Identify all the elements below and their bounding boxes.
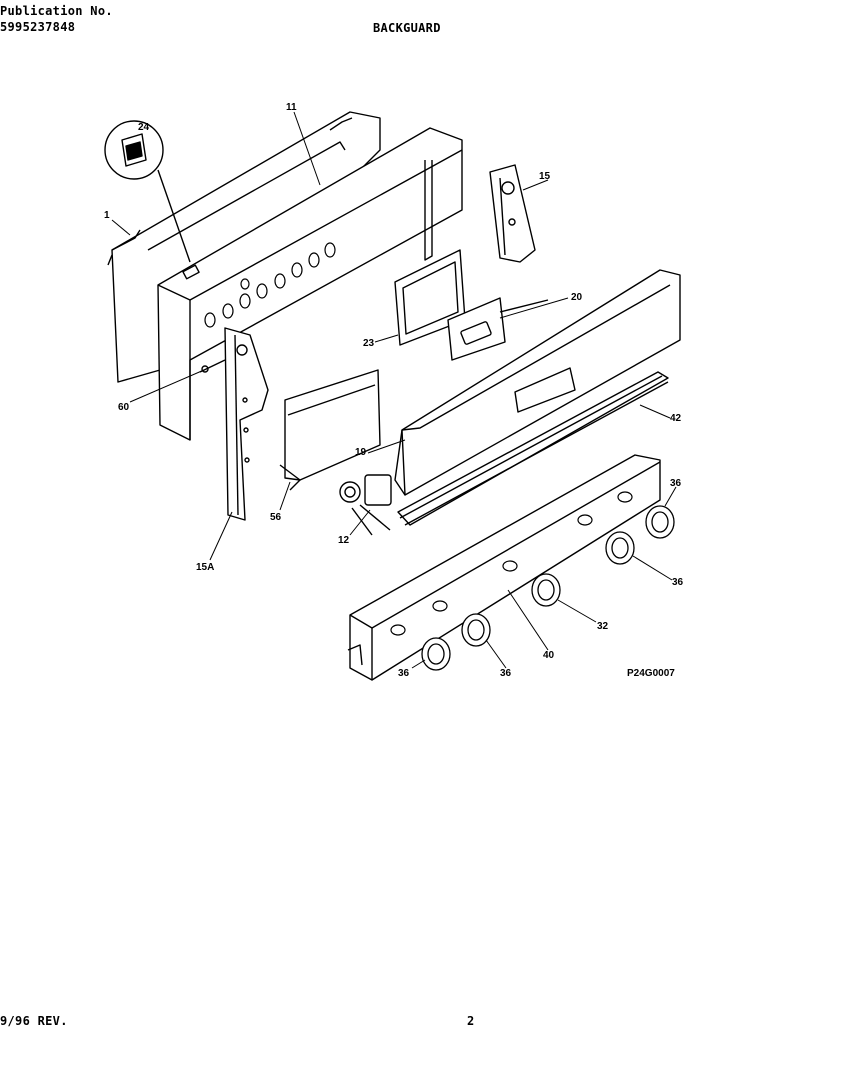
callout-15: 15	[539, 171, 551, 182]
screw-part	[199, 359, 226, 373]
control-bezel-part	[347, 454, 661, 681]
thermostat-part	[339, 474, 392, 536]
trim-strip-part	[397, 371, 669, 526]
callout-32: 32	[597, 621, 609, 632]
knob-32	[531, 573, 561, 607]
publication-number: 5995237848	[0, 20, 76, 34]
callout-15a: 15A	[196, 562, 215, 573]
heat-shield-part	[279, 369, 381, 491]
callout-36-right: 36	[672, 577, 684, 588]
callout-42: 42	[670, 413, 682, 424]
knob-36-a	[421, 637, 451, 671]
callout-40: 40	[543, 650, 555, 661]
control-panel-part	[394, 269, 681, 496]
leader-lines	[111, 111, 677, 669]
callout-36-top: 36	[670, 478, 682, 489]
revision-note: 9/96 REV.	[0, 1014, 68, 1028]
bezel-holes	[390, 491, 633, 636]
rocker-switch-detail	[104, 120, 191, 263]
control-knobs	[421, 505, 675, 671]
callout-19: 19	[355, 447, 367, 458]
callout-23: 23	[363, 338, 375, 349]
figure-id: P24G0007	[627, 668, 675, 679]
callout-60: 60	[118, 402, 130, 413]
callout-11: 11	[286, 102, 297, 113]
callout-56: 56	[270, 512, 282, 523]
callout-12: 12	[338, 535, 350, 546]
callout-1: 1	[104, 210, 110, 221]
page-number: 2	[467, 1014, 475, 1028]
knob-36-d	[645, 505, 675, 539]
knob-36-c	[605, 531, 635, 565]
publication-label: Publication No.	[0, 4, 113, 18]
backguard-panel-part	[157, 127, 463, 441]
panel-holes	[204, 242, 336, 328]
page-title: BACKGUARD	[373, 21, 441, 35]
left-bracket-part	[224, 327, 269, 521]
right-bracket-part	[489, 164, 536, 263]
clock-timer-part	[447, 297, 549, 361]
callout-36-left: 36	[398, 668, 410, 679]
callout-20: 20	[571, 292, 583, 303]
knob-36-b	[461, 613, 491, 647]
callout-36-mid: 36	[500, 668, 512, 679]
callout-24: 24	[138, 122, 150, 133]
